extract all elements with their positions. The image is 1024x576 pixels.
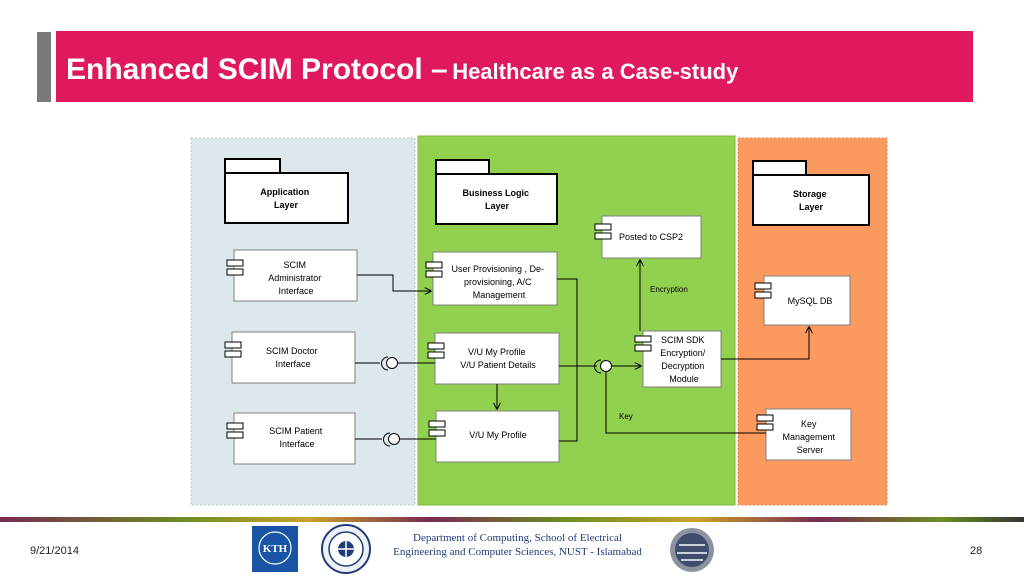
- my-profile-component: V/U My Profile: [428, 410, 560, 463]
- title-main: Enhanced SCIM Protocol –: [66, 53, 448, 86]
- svg-text:SCIM Doctor Interface: SCIM Doctor Interface: [266, 346, 320, 369]
- mysql-db-component: MySQL DB: [754, 275, 851, 326]
- ais-logo: [670, 528, 714, 572]
- application-layer-package: Application Layer: [224, 158, 349, 224]
- page-number: 28: [970, 545, 983, 557]
- application-layer-label: Application Layer: [260, 187, 312, 210]
- sdk-interface-socket: [557, 278, 641, 442]
- business-logic-layer-package: Business Logic Layer: [435, 159, 558, 225]
- footer-date: 9/21/2014: [30, 545, 79, 557]
- svg-text:Key Management Ser: Key Management Server: [782, 419, 837, 455]
- svg-text:MySQL DB: MySQL DB: [788, 296, 833, 306]
- svg-text:SCIM SDK Encryption/: SCIM SDK Encryption/ Decryption Module: [660, 335, 708, 384]
- svg-text:V/U My Profile V/U Patie: V/U My Profile V/U Patient Details: [460, 347, 536, 370]
- title-accent-bar: [37, 32, 51, 102]
- business-logic-layer-label: Business Logic Layer: [462, 188, 531, 211]
- slide-title: Enhanced SCIM Protocol – Healthcare as a…: [66, 53, 738, 87]
- title-subtitle: Healthcare as a Case-study: [452, 59, 739, 84]
- storage-layer-label: Storage Layer: [793, 189, 829, 212]
- scim-doctor-interface: SCIM Doctor Interface: [224, 331, 356, 384]
- svg-text:SCIM Patient Interface: SCIM Patient Interface: [269, 426, 325, 449]
- sdk-to-mysql-arrow: [721, 327, 809, 360]
- patient-interface-socket: [355, 432, 436, 447]
- svg-text:KTH: KTH: [263, 543, 288, 555]
- my-profile-patient-details-component: V/U My Profile V/U Patient Details: [427, 332, 560, 385]
- storage-layer-package: Storage Layer: [752, 160, 870, 226]
- footer-department: Department of Computing, School of Elect…: [393, 532, 642, 558]
- encryption-label: Encryption: [650, 285, 688, 294]
- posted-to-csp2-component: Posted to CSP2: [594, 215, 702, 259]
- svg-text:V/U My Profile: V/U My Profile: [469, 430, 527, 440]
- title-bar: Enhanced SCIM Protocol – Healthcare as a…: [56, 31, 973, 102]
- svg-text:Posted to CSP2: Posted to CSP2: [619, 232, 683, 242]
- user-provisioning-component: User Provisioning , De- provisioning, A/…: [425, 251, 558, 306]
- key-label: Key: [619, 412, 633, 421]
- key-connector-line: [605, 372, 766, 434]
- scim-administrator-interface: SCIM Administrator Interface: [226, 249, 358, 302]
- scim-patient-interface: SCIM Patient Interface: [226, 412, 356, 465]
- svg-text:SCIM Administrator: SCIM Administrator Interface: [268, 260, 324, 296]
- key-management-server-component: Key Management Server: [756, 408, 852, 461]
- scim-sdk-encryption-module: SCIM SDK Encryption/ Decryption Module: [634, 330, 722, 388]
- nust-seal-logo: [321, 524, 371, 574]
- svg-text:User Provisioning , De-: User Provisioning , De- provisioning, A/…: [451, 264, 546, 300]
- kth-logo: KTH: [252, 526, 298, 572]
- doctor-interface-socket: [355, 356, 435, 371]
- footer-stripe: [0, 517, 1024, 522]
- admin-to-provisioning-arrow: [357, 274, 431, 291]
